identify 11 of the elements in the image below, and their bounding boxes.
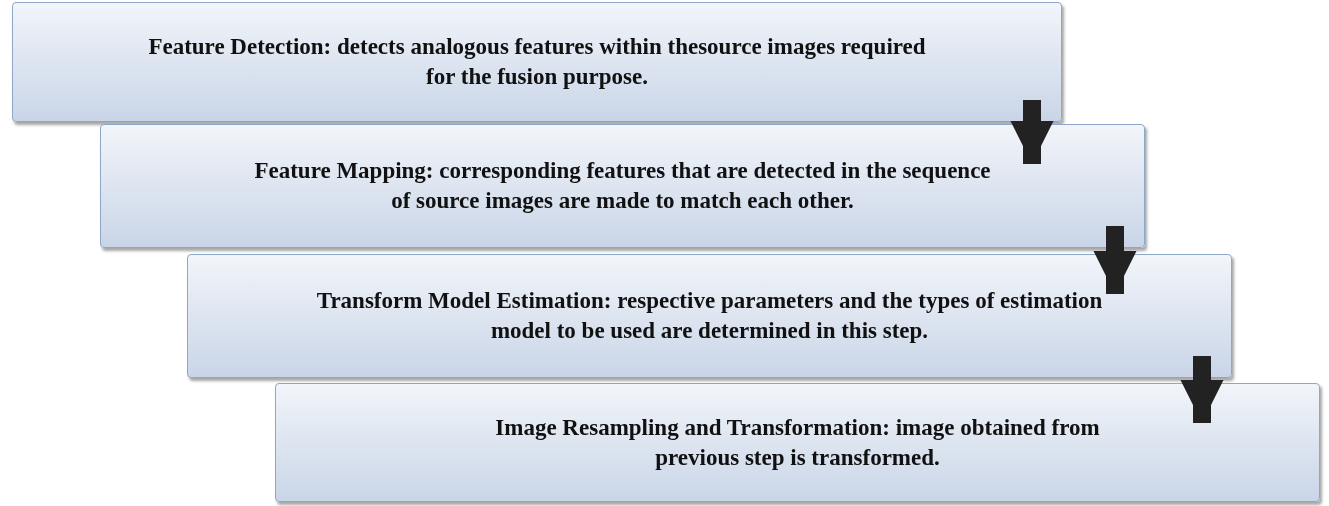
step-description: Image Resampling and Transformation: image obtained from previous step is transformed. (494, 413, 1101, 472)
step-description: Feature Mapping: corresponding features that are detected in the sequence of source images are made to match each other. (253, 157, 992, 215)
process-box (12, 2, 1062, 122)
step-description: Feature Detection: detects analogous features within thesource images required for the fusion purpose. (147, 33, 927, 91)
down-arrow (1010, 100, 1054, 164)
process-box (275, 383, 1320, 502)
down-arrow (1093, 226, 1137, 294)
step-description: Transform Model Estimation: respective parameters and the types of estimation model to be used are determined in this step. (315, 287, 1104, 345)
process-box (187, 254, 1232, 378)
process-box (100, 124, 1145, 248)
down-arrow (1180, 356, 1224, 423)
